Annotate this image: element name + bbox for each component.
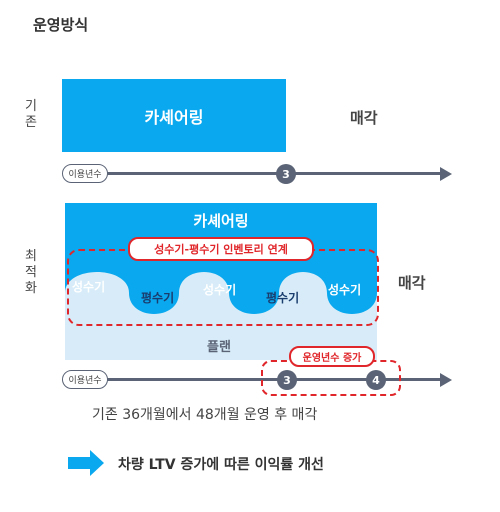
wave-label-offpeak: 평수기 bbox=[266, 291, 300, 305]
year-marker: 4 bbox=[366, 370, 386, 390]
conclusion-text: 차량 LTV 증가에 따른 이익률 개선 bbox=[118, 457, 324, 473]
usage-years-label: 이용년수 bbox=[68, 376, 102, 386]
year-marker-label: 3 bbox=[283, 373, 291, 387]
timeline-existing bbox=[70, 172, 442, 175]
carsharing-label: 카셰어링 bbox=[144, 107, 204, 127]
year-marker-label: 4 bbox=[372, 373, 380, 387]
year-marker-label: 3 bbox=[282, 167, 290, 181]
carsharing-box-existing: 카셰어링 bbox=[62, 79, 286, 152]
plan-label: 플랜 bbox=[207, 340, 231, 355]
row-label-char: 존 bbox=[25, 115, 37, 130]
right-arrow-icon bbox=[68, 450, 104, 476]
wave-label-peak: 성수기 bbox=[72, 280, 106, 294]
row-label-char: 화 bbox=[25, 281, 37, 296]
page-title: 운영방식 bbox=[33, 16, 89, 34]
usage-years-pill: 이용년수 bbox=[62, 370, 108, 389]
wave-label-peak: 성수기 bbox=[328, 283, 362, 297]
caption: 기존 36개월에서 48개월 운영 후 매각 bbox=[92, 407, 318, 423]
row-label-existing: 기 존 bbox=[24, 99, 38, 131]
usage-years-pill: 이용년수 bbox=[62, 164, 108, 183]
inventory-link-label: 성수기-평수기 인벤토리 연계 bbox=[128, 237, 314, 261]
wave-label-offpeak: 평수기 bbox=[141, 291, 175, 305]
year-marker: 3 bbox=[276, 164, 296, 184]
sale-label-existing: 매각 bbox=[350, 109, 378, 127]
sale-label-optimized: 매각 bbox=[398, 274, 426, 292]
row-label-char: 최 bbox=[25, 249, 37, 264]
row-label-char: 적 bbox=[25, 265, 37, 280]
row-label-optimized: 최 적 화 bbox=[24, 249, 38, 297]
timeline-arrowhead bbox=[440, 373, 452, 387]
year-marker: 3 bbox=[277, 370, 297, 390]
row-label-char: 기 bbox=[25, 99, 37, 114]
operating-years-increase-label: 운영년수 증가 bbox=[289, 346, 375, 367]
wave-label-peak: 성수기 bbox=[203, 283, 237, 297]
timeline-optimized bbox=[70, 378, 442, 381]
timeline-arrowhead bbox=[440, 167, 452, 181]
usage-years-label: 이용년수 bbox=[68, 170, 102, 180]
carsharing-label-optimized: 카셰어링 bbox=[193, 212, 249, 230]
